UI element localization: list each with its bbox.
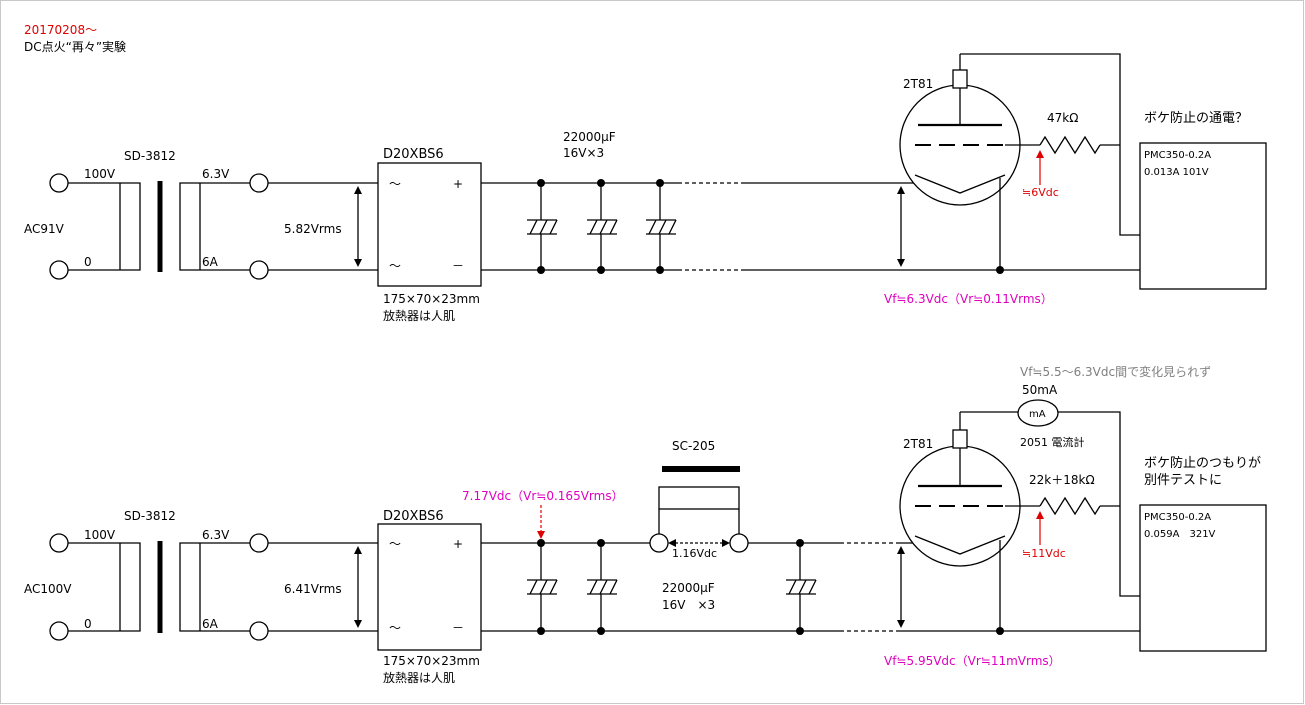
bottom-sec-terminal-b: [249, 621, 269, 641]
bottom-primary-bottom: 0: [84, 617, 92, 631]
top-capacitor-3: [646, 183, 677, 270]
bottom-dc-label: 7.17Vdc（Vr≒0.165Vrms）: [462, 489, 624, 503]
bottom-choke-terminal-b: [729, 533, 749, 553]
bottom-secondary-winding: [179, 542, 250, 632]
top-bias-note: ≒6Vdc: [1022, 186, 1059, 199]
bottom-meter-model: PMC350-0.2A: [1144, 512, 1211, 523]
top-secondary-bottom: 6A: [202, 255, 219, 269]
bottom-capacitor-2: [587, 543, 618, 631]
header-title: DC点火“再々”実験: [24, 39, 126, 54]
bottom-ammeter-model: 2051 電流計: [1020, 435, 1085, 449]
top-meter-model: PMC350-0.2A: [1144, 150, 1211, 161]
bottom-secondary-top: 6.3V: [202, 528, 230, 542]
top-capacitor-2: [587, 183, 618, 270]
top-bridge-plus: +: [453, 177, 463, 191]
bottom-bridge-minus: －: [452, 621, 464, 635]
top-circuit: [49, 53, 1267, 290]
top-bridge-minus: －: [452, 259, 464, 273]
top-primary-winding: [68, 182, 141, 271]
bottom-capacitor-1: [527, 543, 558, 631]
top-heatsink-note: 放熱器は人肌: [383, 308, 455, 323]
bottom-tube-cap: [952, 429, 968, 449]
top-cap-rating: 16V×3: [563, 146, 604, 160]
bottom-vrms-label: 6.41Vrms: [284, 582, 342, 596]
top-bridge-rectifier: [377, 162, 482, 287]
bottom-secondary-bottom: 6A: [202, 617, 219, 631]
top-bridge-ac-bottom: ～: [389, 259, 401, 273]
top-transformer-label: SD-3812: [124, 149, 176, 163]
top-heatsink-size: 175×70×23mm: [383, 292, 480, 306]
bottom-heatsink-note: 放熱器は人肌: [383, 670, 455, 685]
bottom-heatsink-size: 175×70×23mm: [383, 654, 480, 668]
bottom-meter-title1: ボケ防止のつもりが: [1144, 455, 1261, 471]
top-ac-terminal-a: [49, 173, 69, 193]
top-tube-cap: [952, 69, 968, 89]
top-tube-filament: [914, 174, 1006, 194]
bottom-gray-note: Vf≒5.5～6.3Vdc間で変化見られず: [1020, 364, 1211, 379]
bottom-choke-label: SC-205: [672, 439, 715, 453]
top-meter-box: [1139, 142, 1267, 290]
bottom-choke-terminal-a: [649, 533, 669, 553]
bottom-bridge-rectifier: [377, 523, 482, 651]
top-vf-label: Vf≒6.3Vdc（Vr≒0.11Vrms）: [884, 292, 1053, 306]
top-vrms-label: 5.82Vrms: [284, 222, 342, 236]
bottom-cap-rating: 16V ×3: [662, 598, 715, 612]
top-primary-bottom: 0: [84, 255, 92, 269]
bottom-ammeter-symbol: mA: [1029, 409, 1046, 420]
top-meter-reading: 0.013A 101V: [1144, 167, 1209, 178]
bottom-meter-reading: 0.059A 321V: [1144, 529, 1216, 540]
bottom-cap-value: 22000μF: [662, 581, 715, 595]
top-secondary-winding: [179, 182, 250, 271]
top-tube-label: 2T81: [903, 77, 933, 91]
bottom-circuit: [49, 399, 1267, 652]
top-sec-terminal-a: [249, 173, 269, 193]
bottom-bridge-ac-bottom: ～: [389, 621, 401, 635]
bottom-choke-box: [658, 486, 740, 510]
bottom-bridge-label: D20XBS6: [383, 509, 444, 524]
top-primary-top: 100V: [84, 167, 116, 181]
bottom-capacitor-3: [786, 543, 817, 631]
bottom-primary-winding: [68, 542, 141, 632]
bottom-ac-terminal-a: [49, 533, 69, 553]
top-ac-label: AC91V: [24, 222, 65, 236]
bottom-ammeter-reading: 50mA: [1022, 383, 1058, 397]
bottom-choke-drop: 1.16Vdc: [672, 547, 717, 560]
bottom-tube-label: 2T81: [903, 437, 933, 451]
top-ac-terminal-b: [49, 260, 69, 280]
bottom-ac-terminal-b: [49, 621, 69, 641]
top-bridge-label: D20XBS6: [383, 147, 444, 162]
bottom-ac-label: AC100V: [24, 582, 72, 596]
top-resistor: [1039, 135, 1101, 155]
bottom-meter-title2: 別件テストに: [1144, 473, 1222, 488]
bottom-resistor: [1039, 496, 1101, 516]
bottom-resistor-label: 22k＋18kΩ: [1029, 473, 1095, 487]
bottom-bridge-ac-top: ～: [389, 537, 401, 551]
bottom-transformer-label: SD-3812: [124, 509, 176, 523]
top-meter-title: ボケ防止の通電？: [1144, 110, 1248, 126]
bottom-sec-terminal-a: [249, 533, 269, 553]
top-bridge-ac-top: ～: [389, 177, 401, 191]
top-resistor-label: 47kΩ: [1047, 111, 1078, 125]
bottom-meter-box: [1139, 504, 1267, 652]
top-sec-terminal-b: [249, 260, 269, 280]
bottom-tube-filament: [914, 535, 1006, 555]
top-capacitor-1: [527, 183, 558, 270]
bottom-ammeter: [1017, 399, 1059, 427]
bottom-primary-top: 100V: [84, 528, 116, 542]
top-cap-value: 22000μF: [563, 130, 616, 144]
header-date: 20170208～: [24, 23, 97, 37]
bottom-vf-label: Vf≒5.95Vdc（Vr≒11mVrms）: [884, 654, 1061, 668]
bottom-bias-note: ≒11Vdc: [1022, 547, 1066, 560]
bottom-bridge-plus: +: [453, 537, 463, 551]
top-secondary-top: 6.3V: [202, 167, 230, 181]
